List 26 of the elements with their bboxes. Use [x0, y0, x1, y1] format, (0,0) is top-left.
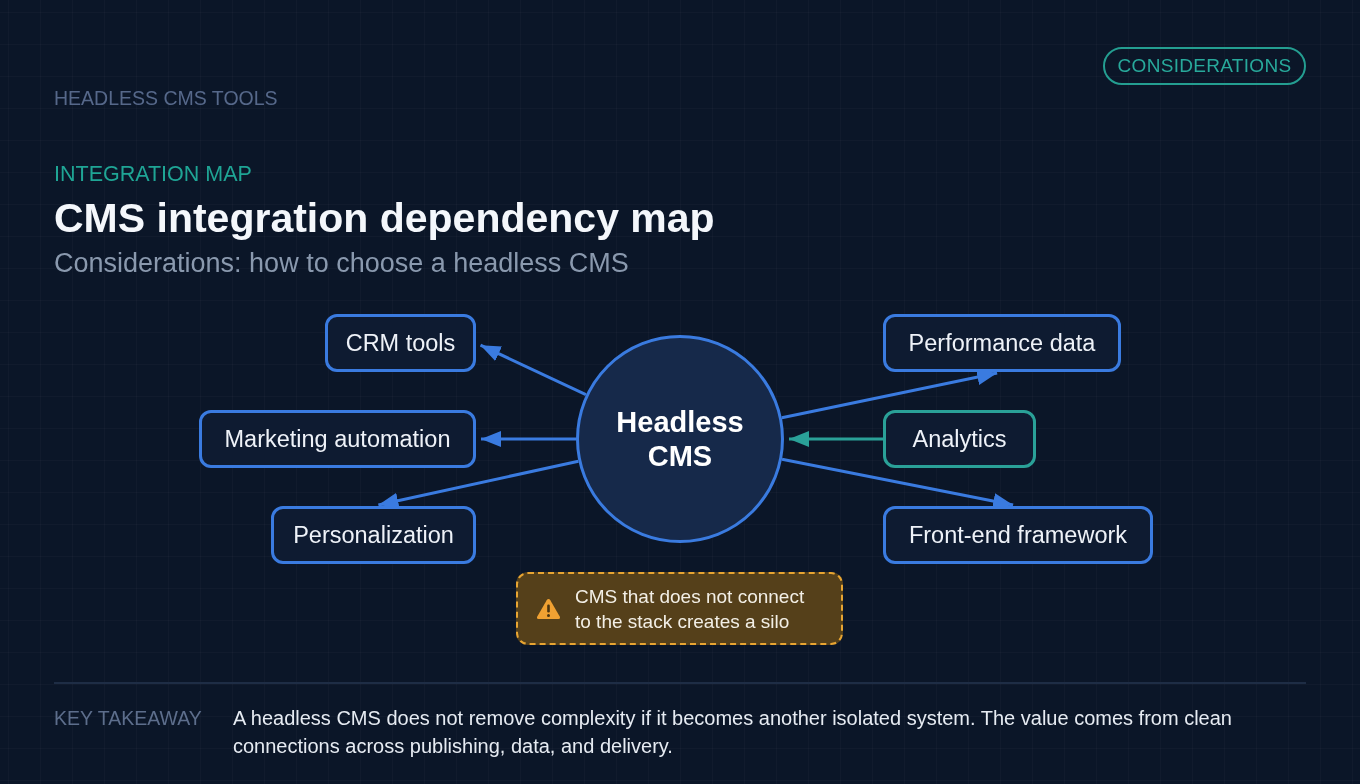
- section-eyebrow: INTEGRATION MAP: [54, 162, 252, 187]
- warning-text: CMS that does not connect to the stack creates a silo: [575, 584, 806, 634]
- node-label: Marketing automation: [224, 425, 451, 453]
- arrow: [481, 431, 576, 447]
- node-label: Analytics: [912, 425, 1007, 453]
- tag-label: CONSIDERATIONS: [1117, 55, 1292, 77]
- integration-box: [883, 314, 1121, 372]
- integration-box: [199, 410, 476, 468]
- warning-callout: [516, 572, 843, 645]
- arrow: [479, 343, 587, 397]
- node-label: Front-end framework: [908, 521, 1128, 549]
- tag-pill: [1103, 47, 1306, 85]
- brand-subtitle: HEADLESS CMS TOOLS: [54, 87, 278, 110]
- node-label: Performance data: [908, 329, 1096, 357]
- hub-label: Headless CMS: [615, 405, 745, 473]
- node-label: Personalization: [293, 521, 454, 549]
- arrow: [789, 431, 883, 447]
- node-label: CRM tools: [345, 329, 456, 357]
- page-subtitle: Considerations: how to choose a headless CMS: [54, 248, 629, 280]
- integration-box: [271, 506, 476, 564]
- integration-box: [883, 506, 1153, 564]
- integration-box: [883, 410, 1036, 468]
- takeaway-heading: KEY TAKEAWAY: [54, 706, 202, 731]
- takeaway-text: A headless CMS does not remove complexity if it becomes another isolated system. The value comes from clean connections across publishing, data, and delivery.: [233, 706, 1233, 759]
- integration-box: [325, 314, 476, 372]
- page-title: CMS integration dependency map: [54, 195, 715, 243]
